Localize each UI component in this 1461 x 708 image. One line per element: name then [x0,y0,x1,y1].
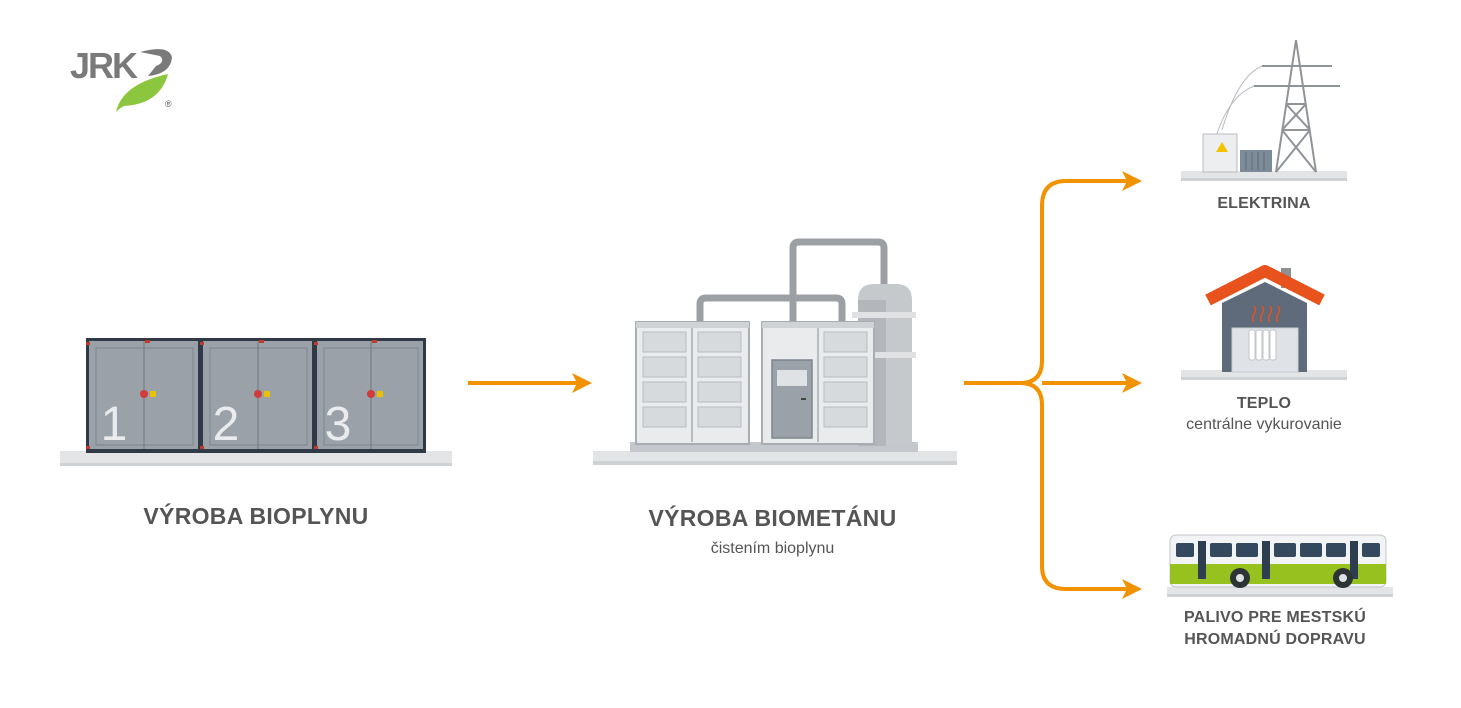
biogas-plant-illustration: 1 2 3 [60,338,452,466]
arrowhead-fuel [1122,579,1142,599]
output-electricity-title: ELEKTRINA [1217,195,1311,212]
biogas-production-title: VÝROBA BIOPLYNU [143,503,369,529]
container-number-3: 3 [325,398,352,451]
logo-text: JRK [70,45,138,86]
output-heat-subtitle: centrálne vykurovanie [1186,416,1342,433]
output-heat-title: TEPLO [1236,395,1292,412]
arrow-to-biomethane [468,373,592,393]
jrk-logo: JRK ® [70,45,172,112]
output-fuel-title-line1: PALIVO PRE MESTSKÚ [1184,609,1366,626]
container-1 [86,338,201,453]
registered-mark: ® [165,99,172,109]
power-pylon-icon [1181,39,1347,181]
arrowhead-electricity [1122,171,1142,191]
container-number-2: 2 [213,398,240,451]
biomethane-production-subtitle: čistením bioplynu [710,540,835,557]
city-bus-icon [1167,534,1393,597]
leaf-icon [116,74,168,112]
container-2 [200,338,315,453]
output-fuel-title-line2: HROMADNÚ DOPRAVU [1184,631,1366,648]
container-number-1: 1 [101,398,128,451]
arrowhead-heat [1122,373,1142,393]
house-heating-icon [1181,265,1347,380]
biomethane-production-title: VÝROBA BIOMETÁNU [648,505,897,531]
container-3 [314,338,426,453]
arrow-to-outputs [964,179,1130,591]
biomethane-plant-illustration [593,238,957,465]
